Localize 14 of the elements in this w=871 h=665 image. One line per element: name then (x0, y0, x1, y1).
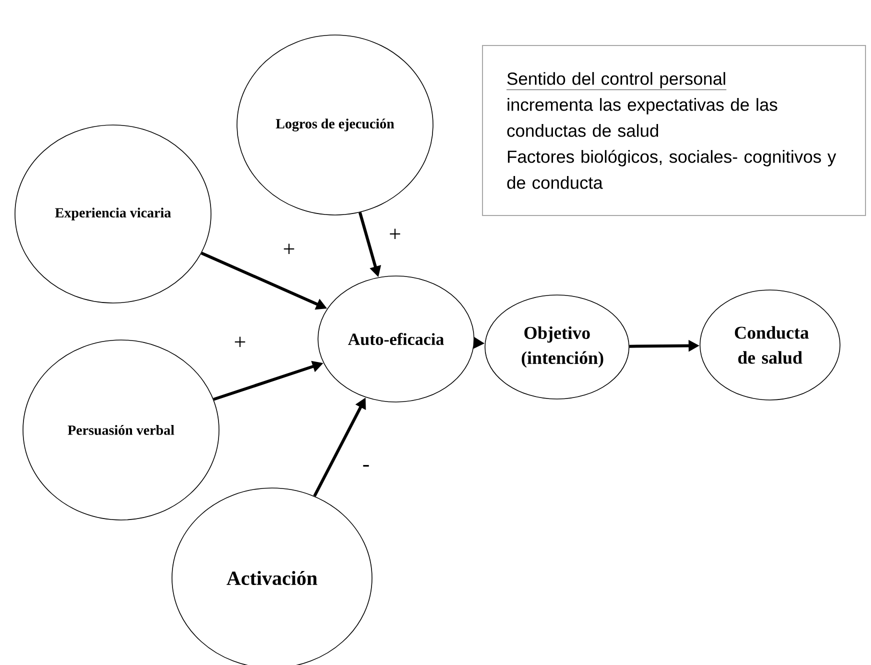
edge-label: - (363, 465, 369, 467)
ellipse-node: Auto-eficacia (318, 276, 474, 402)
ellipse-node: Persuasión verbal (22, 340, 220, 520)
edge-label: + (284, 244, 294, 254)
note-box (482, 45, 866, 216)
ellipse-node: Logros de ejecución (236, 34, 434, 216)
ellipse-node: Conducta de salud (700, 290, 840, 400)
edge-label: + (390, 228, 400, 240)
note-text: Sentido del control personal (506, 72, 727, 90)
ellipse-node: Objetivo (intención) (484, 294, 630, 400)
edge-label: + (234, 336, 246, 348)
ellipse-node: Experiencia vicaria (14, 124, 212, 304)
note-text: incrementa las expectativas de las conductas de salud (507, 98, 778, 137)
note-text: Factores biológicos, sociales- cognitivos y de conducta (507, 150, 836, 189)
